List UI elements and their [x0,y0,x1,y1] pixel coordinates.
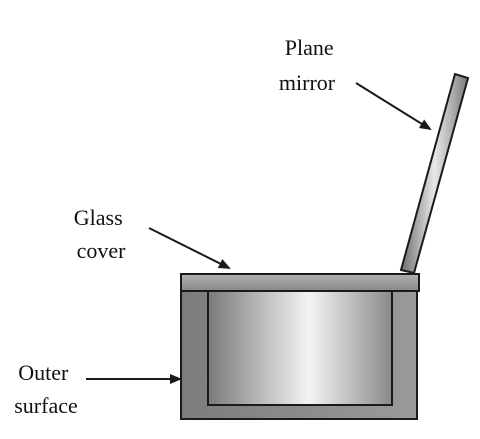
glass-label-line-2: cover [77,238,127,263]
outer-label-line-1: Outer [18,360,69,385]
mirror-label-line-1: Plane [285,35,334,60]
box-inner-cavity [207,290,393,406]
outer-label: Outer surface [14,360,78,418]
plane-mirror [399,72,470,275]
glass-arrow [148,227,231,269]
glass-label-line-1: Glass [74,205,123,230]
outer-label-line-2: surface [14,393,78,418]
mirror-label: Plane mirror [279,35,339,95]
glass-cover [180,273,420,292]
glass-label: Glass cover [74,205,128,263]
mirror-arrow [355,82,432,131]
mirror-label-line-2: mirror [279,70,336,95]
